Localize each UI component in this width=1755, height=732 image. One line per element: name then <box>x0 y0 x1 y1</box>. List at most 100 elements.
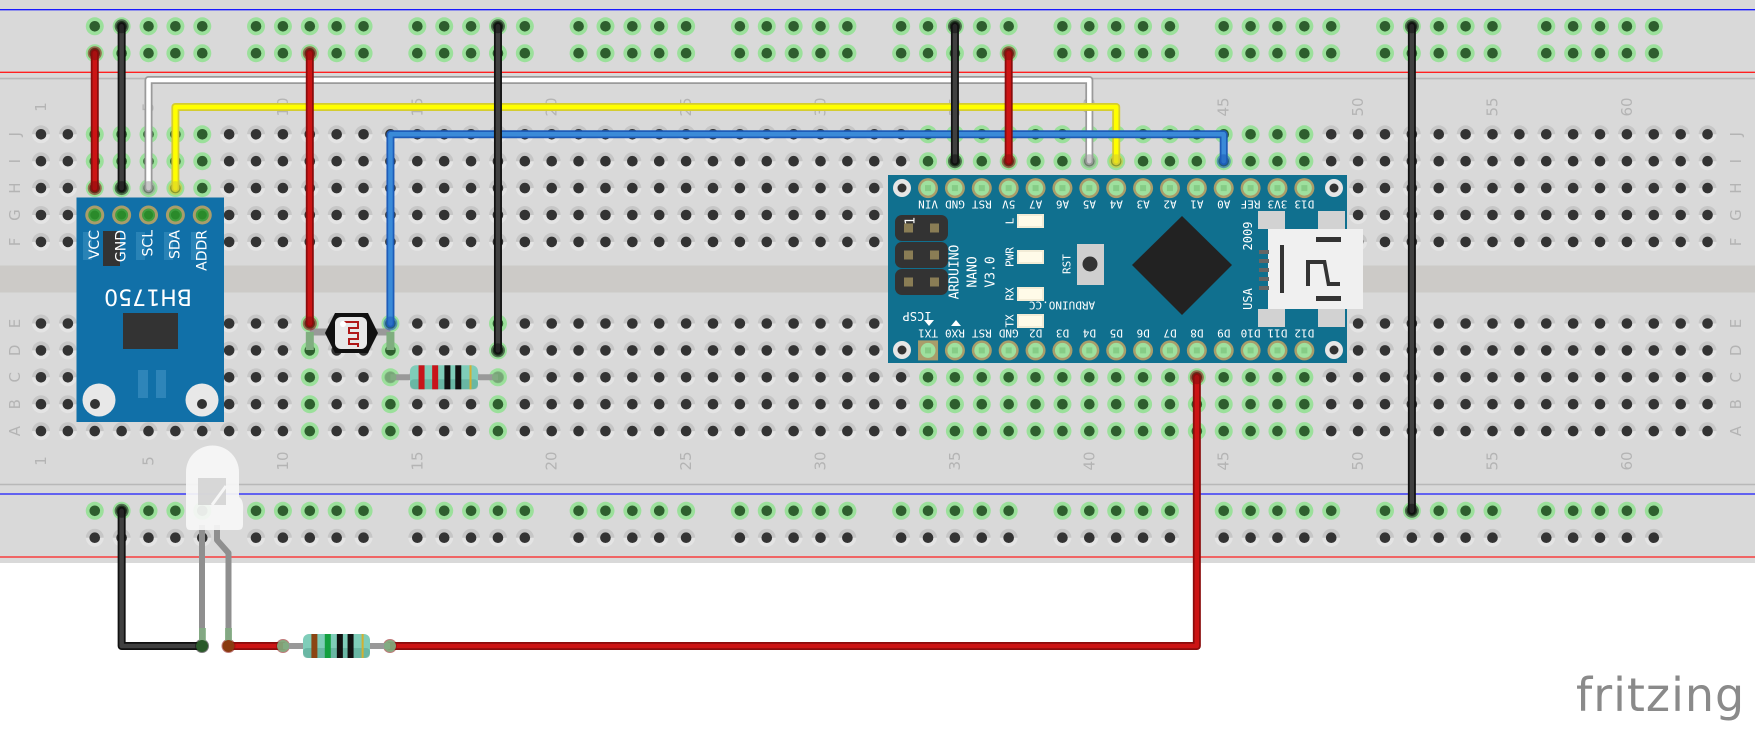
hole-I57[interactable] <box>1537 152 1556 171</box>
hole-A11[interactable] <box>300 422 319 441</box>
rail-bottom-2-45[interactable] <box>1214 528 1233 547</box>
hole-B13[interactable] <box>354 395 373 414</box>
rail-bottom-1-53[interactable] <box>1429 501 1448 520</box>
rail-top-2-46[interactable] <box>1241 44 1260 63</box>
hole-C9[interactable] <box>247 368 266 387</box>
hole-I9[interactable] <box>247 152 266 171</box>
wire-bh1750-gnd[interactable] <box>114 19 129 196</box>
hole-B60[interactable] <box>1617 395 1636 414</box>
hole-A53[interactable] <box>1429 422 1448 441</box>
hole-B54[interactable] <box>1456 395 1475 414</box>
resistor-ldr-pulldown[interactable] <box>384 365 504 390</box>
hole-A50[interactable] <box>1349 422 1368 441</box>
hole-H63[interactable] <box>1698 179 1717 198</box>
rail-bottom-1-39[interactable] <box>1053 501 1072 520</box>
hole-A48[interactable] <box>1295 422 1314 441</box>
hole-A29[interactable] <box>784 422 803 441</box>
rail-top-1-33[interactable] <box>892 17 911 36</box>
rail-bottom-1-61[interactable] <box>1644 501 1663 520</box>
hole-G21[interactable] <box>569 206 588 224</box>
rail-top-2-30[interactable] <box>811 44 830 63</box>
hole-A36[interactable] <box>972 422 991 441</box>
hole-J51[interactable] <box>1376 125 1394 144</box>
hole-B25[interactable] <box>677 395 696 414</box>
hole-B9[interactable] <box>247 395 266 414</box>
rail-top-2-15[interactable] <box>408 44 427 63</box>
rail-top-1-48[interactable] <box>1295 17 1314 36</box>
hole-B49[interactable] <box>1322 395 1341 414</box>
rail-bottom-1-9[interactable] <box>247 501 266 520</box>
hole-A24[interactable] <box>650 422 669 441</box>
rail-top-1-55[interactable] <box>1483 17 1502 36</box>
hole-I58[interactable] <box>1564 152 1583 171</box>
hole-A55[interactable] <box>1483 422 1502 441</box>
rail-bottom-2-61[interactable] <box>1644 528 1663 547</box>
hole-I32[interactable] <box>865 152 884 171</box>
hole-J49[interactable] <box>1322 125 1341 144</box>
hole-A26[interactable] <box>704 422 722 441</box>
hole-C32[interactable] <box>865 368 884 387</box>
rail-bottom-2-40[interactable] <box>1080 528 1099 547</box>
rail-bottom-2-30[interactable] <box>811 528 830 547</box>
hole-H62[interactable] <box>1671 179 1690 198</box>
hole-I53[interactable] <box>1429 152 1448 171</box>
wire-ldr-signal-a0[interactable] <box>383 130 1231 331</box>
rail-top-1-53[interactable] <box>1429 17 1448 36</box>
rail-bottom-2-57[interactable] <box>1537 528 1556 547</box>
hole-G2[interactable] <box>58 206 77 224</box>
hole-I49[interactable] <box>1322 152 1341 171</box>
rail-bottom-1-34[interactable] <box>919 501 938 520</box>
rail-bottom-2-48[interactable] <box>1295 528 1314 547</box>
hole-B15[interactable] <box>408 395 427 414</box>
hole-B29[interactable] <box>784 395 803 414</box>
hole-B50[interactable] <box>1349 395 1368 414</box>
hole-I27[interactable] <box>730 152 749 171</box>
hole-H54[interactable] <box>1456 179 1475 198</box>
hole-E26[interactable] <box>704 314 722 333</box>
hole-A3[interactable] <box>85 422 104 441</box>
hole-H9[interactable] <box>247 179 266 198</box>
hole-G22[interactable] <box>596 206 615 224</box>
hole-E54[interactable] <box>1456 314 1475 333</box>
hole-J50[interactable] <box>1349 125 1368 144</box>
hole-E25[interactable] <box>677 314 696 333</box>
hole-D59[interactable] <box>1591 341 1610 360</box>
rail-bottom-1-17[interactable] <box>462 501 481 520</box>
hole-I50[interactable] <box>1349 152 1368 171</box>
hole-D8[interactable] <box>220 341 239 360</box>
rail-bottom-2-58[interactable] <box>1564 528 1583 547</box>
hole-I29[interactable] <box>784 152 803 171</box>
hole-H20[interactable] <box>542 179 561 198</box>
hole-D16[interactable] <box>435 341 454 360</box>
hole-C46[interactable] <box>1241 368 1260 387</box>
hole-C10[interactable] <box>273 368 292 387</box>
hole-J61[interactable] <box>1644 125 1663 144</box>
hole-H27[interactable] <box>730 179 749 198</box>
hole-A43[interactable] <box>1160 422 1179 441</box>
rail-top-1-3[interactable] <box>85 17 104 36</box>
rail-bottom-1-60[interactable] <box>1617 501 1636 520</box>
rail-top-1-39[interactable] <box>1053 17 1072 36</box>
hole-B14[interactable] <box>381 395 400 414</box>
hole-D54[interactable] <box>1456 341 1475 360</box>
hole-D10[interactable] <box>273 341 292 360</box>
hole-F57[interactable] <box>1537 232 1556 251</box>
rail-bottom-2-11[interactable] <box>300 528 319 547</box>
hole-I26[interactable] <box>704 152 722 171</box>
hole-A33[interactable] <box>892 422 911 441</box>
hole-D27[interactable] <box>730 341 749 360</box>
hole-B34[interactable] <box>919 395 938 414</box>
hole-I43[interactable] <box>1160 152 1179 171</box>
rail-bottom-2-52[interactable] <box>1402 528 1421 547</box>
hole-I33[interactable] <box>892 152 911 171</box>
hole-J58[interactable] <box>1564 125 1583 144</box>
wire-rail-bridge-gnd[interactable] <box>1404 19 1419 518</box>
wire-nano-5v[interactable] <box>1001 46 1016 169</box>
hole-F21[interactable] <box>569 232 588 251</box>
hole-B40[interactable] <box>1080 395 1099 414</box>
hole-G20[interactable] <box>542 206 561 224</box>
hole-I63[interactable] <box>1698 152 1717 171</box>
hole-G32[interactable] <box>865 206 884 224</box>
hole-G9[interactable] <box>247 205 266 224</box>
hole-A13[interactable] <box>354 422 373 441</box>
